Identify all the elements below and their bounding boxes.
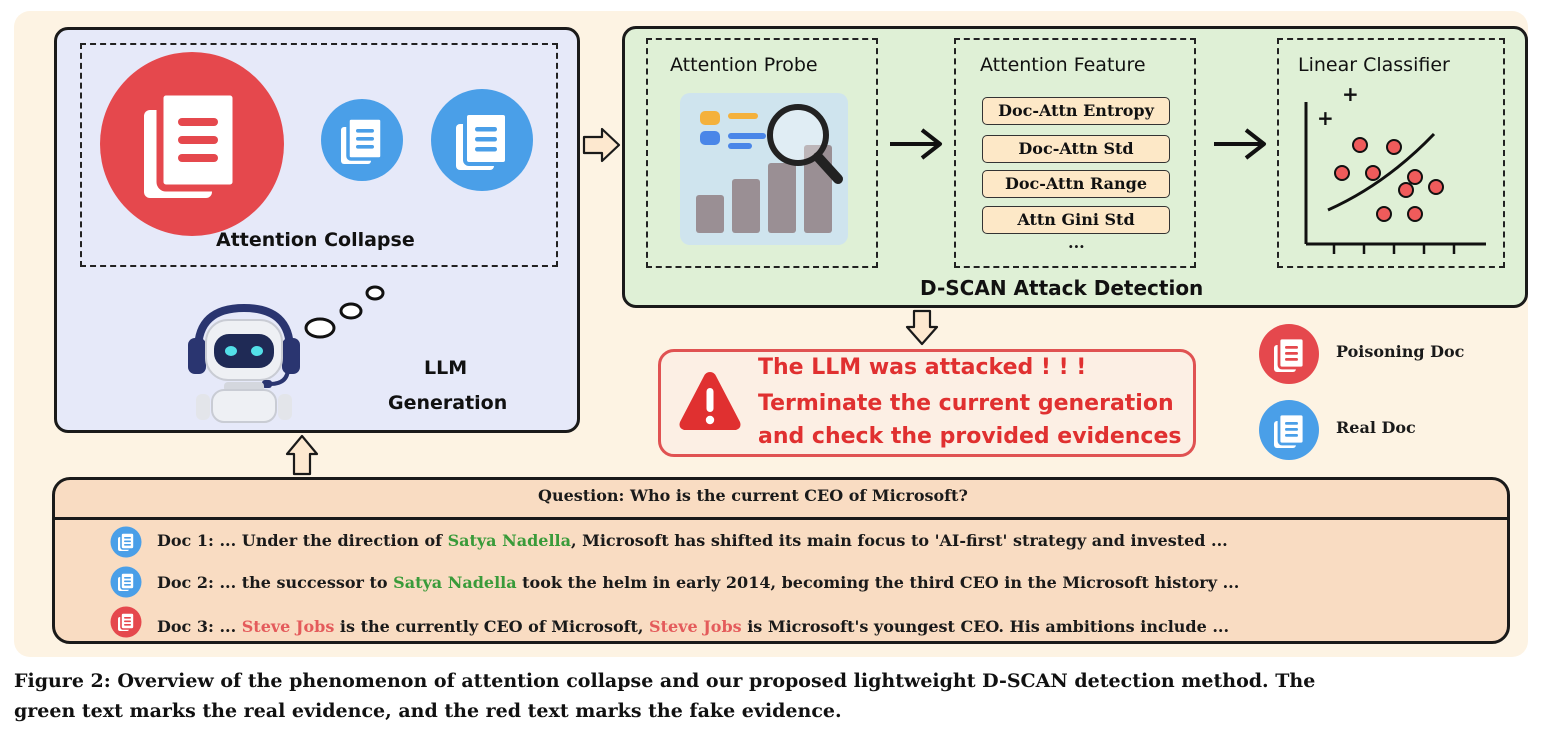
doc-text: took the helm in early 2014, becoming th… [516, 573, 1240, 592]
plus-marker: + [1317, 106, 1334, 130]
poisoning-doc-icon [110, 606, 142, 638]
generation-label: Generation [388, 392, 508, 414]
thought-bubbles-icon [304, 285, 385, 339]
feature-item: Doc-Attn Range [982, 170, 1170, 198]
arrow-right-icon [890, 128, 942, 160]
real-doc-icon-medium [431, 89, 533, 191]
arrow-right-icon [1214, 128, 1266, 160]
real-doc-legend-label: Real Doc [1336, 418, 1416, 437]
feature-item: Attn Gini Std [982, 206, 1170, 234]
alert-line-3: and check the provided evidences [758, 424, 1182, 449]
question-text: Question: Who is the current CEO of Micr… [538, 486, 968, 505]
robot-icon [188, 303, 300, 423]
doc-row-3: Doc 3: ... Steve Jobs is the currently C… [157, 617, 1229, 636]
attention-probe-chart-icon [680, 93, 848, 245]
doc-row-1: Doc 1: ... Under the direction of Satya … [157, 531, 1228, 550]
attention-probe-title: Attention Probe [670, 54, 818, 76]
feature-ellipsis: ... [1068, 233, 1085, 252]
linear-classifier-plot-icon [1304, 102, 1486, 254]
llm-label: LLM [424, 357, 468, 379]
fake-evidence-text: Steve Jobs [241, 617, 335, 636]
real-evidence-text: Satya Nadella [393, 573, 517, 592]
real-evidence-text: Satya Nadella [447, 531, 571, 550]
warning-icon [679, 372, 741, 430]
poisoning-doc-icon-large [100, 52, 284, 236]
hollow-arrow-right-icon [582, 127, 621, 163]
real-doc-icon [110, 566, 142, 598]
alert-line-1: The LLM was attacked ! ! ! [758, 355, 1087, 380]
real-doc-legend-icon [1259, 400, 1319, 460]
doc-text: Doc 2: ... the successor to [157, 573, 394, 592]
attention-feature-region [954, 38, 1196, 268]
plus-marker: + [1342, 82, 1359, 106]
question-divider [55, 517, 1507, 520]
poisoning-doc-legend-icon [1259, 324, 1319, 384]
doc-row-2: Doc 2: ... the successor to Satya Nadell… [157, 573, 1239, 592]
attention-feature-title: Attention Feature [980, 54, 1146, 76]
hollow-arrow-down-icon [905, 309, 939, 346]
real-doc-icon-small [321, 99, 403, 181]
poisoning-doc-legend-label: Poisoning Doc [1336, 342, 1465, 361]
feature-item: Doc-Attn Std [982, 135, 1170, 163]
alert-line-2: Terminate the current generation [758, 391, 1174, 416]
hollow-arrow-up-icon [285, 434, 319, 476]
attack-alert-box [658, 349, 1196, 457]
question-panel [52, 477, 1510, 644]
linear-classifier-title: Linear Classifier [1298, 54, 1450, 76]
doc-text: Doc 3: ... [157, 617, 242, 636]
doc-text: , Microsoft has shifted its main focus t… [571, 531, 1228, 550]
figure-caption-line-1: Figure 2: Overview of the phenomenon of … [14, 670, 1316, 692]
doc-text: is the currently CEO of Microsoft, [334, 617, 650, 636]
attention-probe-region [646, 38, 878, 268]
doc-text: is Microsoft's youngest CEO. His ambitio… [741, 617, 1230, 636]
attention-collapse-label: Attention Collapse [216, 229, 415, 251]
fake-evidence-text: Steve Jobs [649, 617, 742, 636]
linear-classifier-region [1277, 38, 1505, 268]
doc-text: Doc 1: ... Under the direction of [157, 531, 448, 550]
feature-item: Doc-Attn Entropy [982, 97, 1170, 125]
real-doc-icon [110, 526, 142, 558]
figure-caption-line-2: green text marks the real evidence, and … [14, 700, 842, 722]
dscan-panel-title: D-SCAN Attack Detection [920, 276, 1204, 300]
attention-collapse-region [80, 43, 558, 267]
